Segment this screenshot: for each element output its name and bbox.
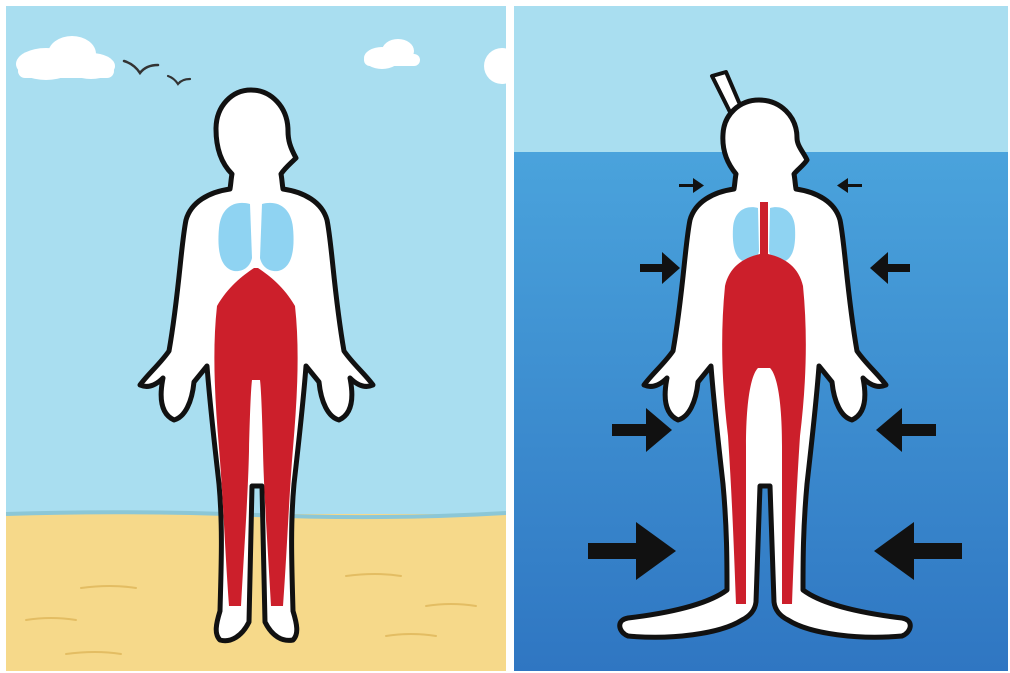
land-scene-svg	[6, 6, 506, 671]
land-scene-panel	[6, 6, 506, 671]
sand-ground	[6, 514, 506, 671]
water-scene-svg	[514, 6, 1008, 671]
water-scene-panel	[514, 6, 1008, 671]
